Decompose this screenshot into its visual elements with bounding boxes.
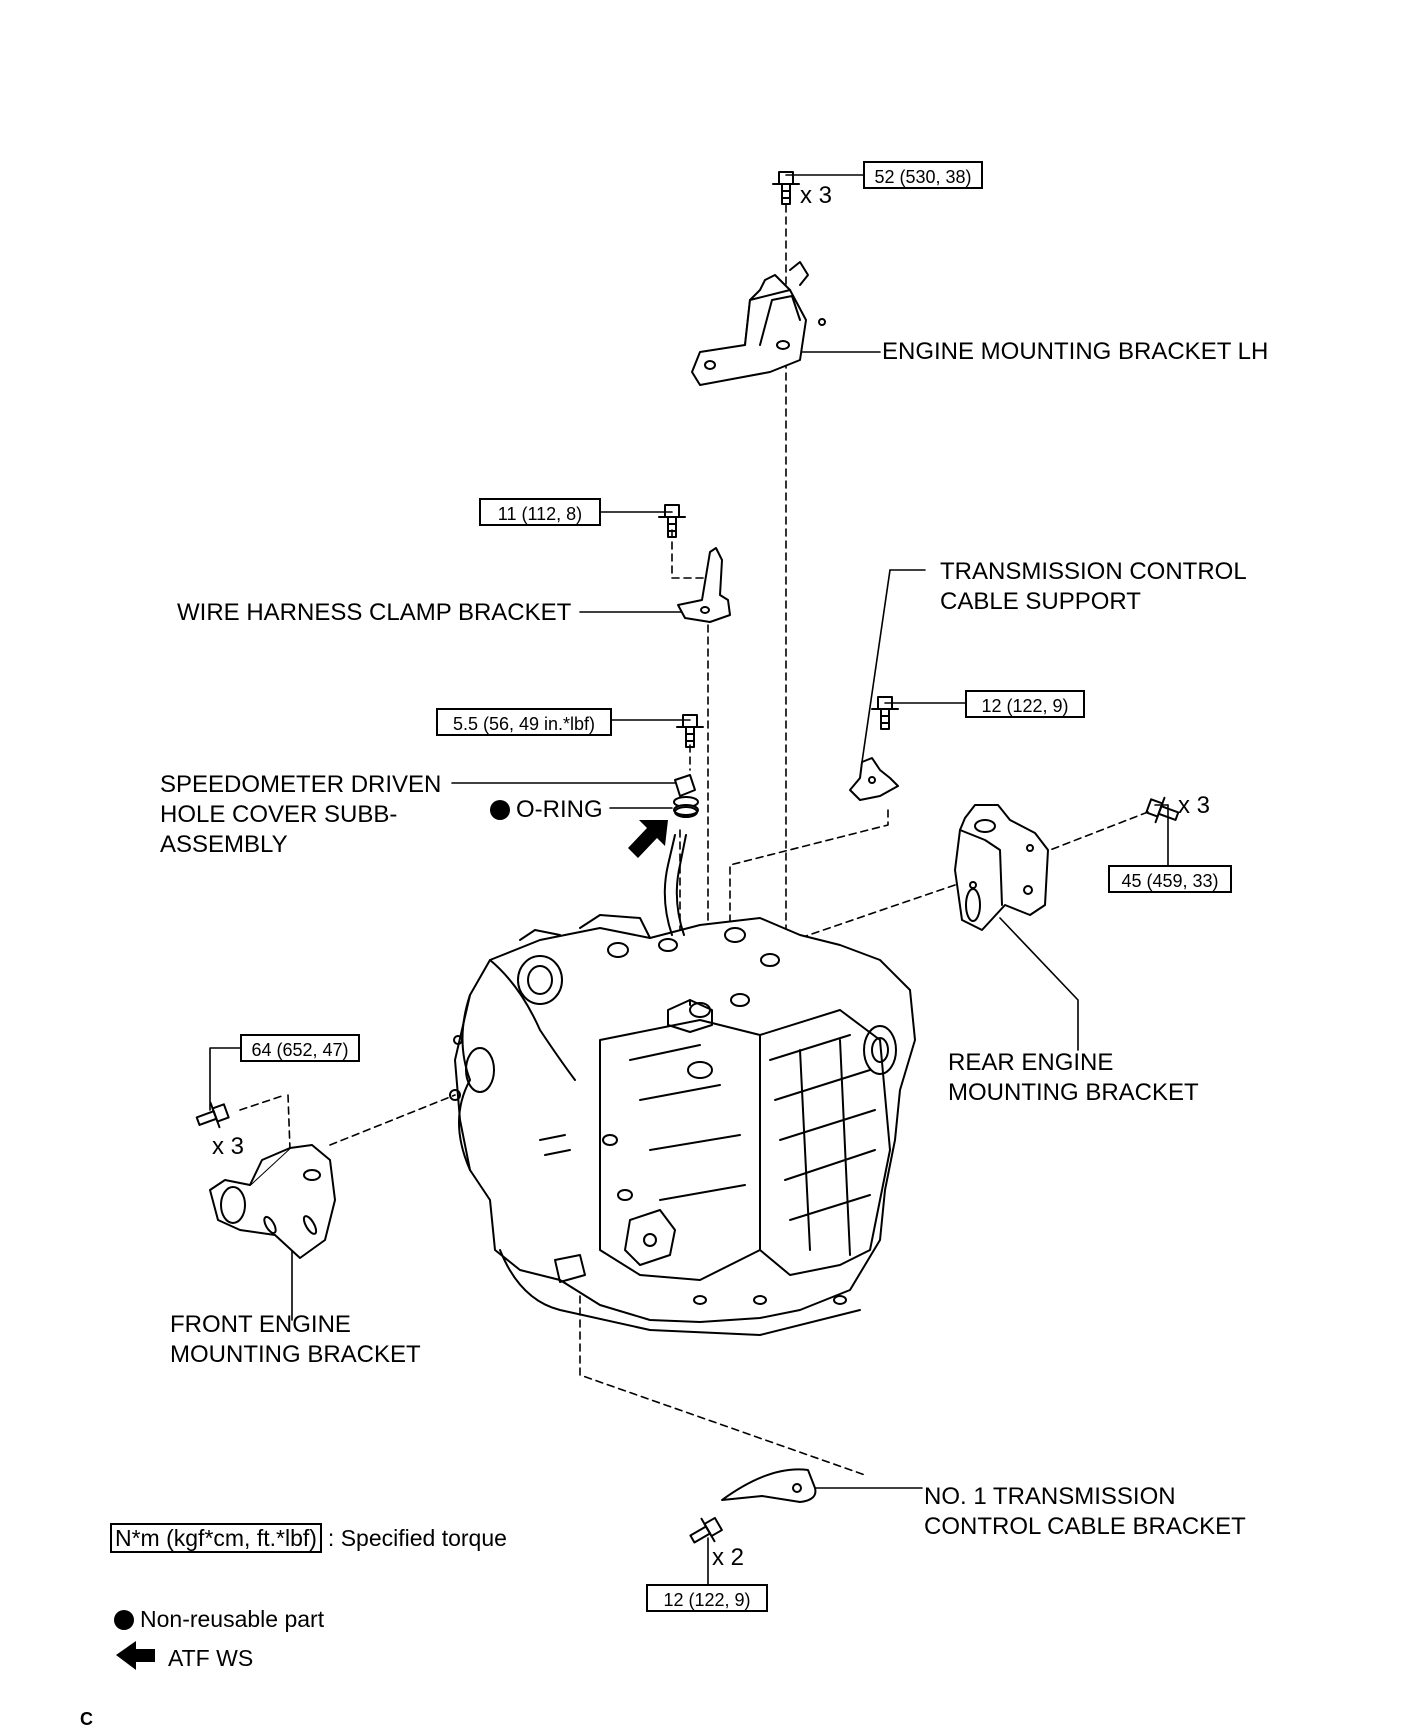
label-speedometer-cover-3: ASSEMBLY [160,831,288,858]
torque-box-engine-lh: 52 (530, 38) [863,161,983,189]
bolt-engine-lh [772,171,800,205]
qty-rear: x 3 [1178,792,1211,819]
legend-non-reusable-text: Non-reusable part [140,1606,325,1632]
transmission-control-cable-support [849,757,899,801]
label-front-engine-mounting-bracket-1: FRONT ENGINE [170,1311,351,1338]
label-rear-engine-mounting-bracket-2: MOUNTING BRACKET [948,1079,1199,1106]
torque-box-cable-support: 12 (122, 9) [965,690,1085,718]
label-front-engine-mounting-bracket-2: MOUNTING BRACKET [170,1341,421,1368]
bolt-speedometer [676,714,704,748]
label-transmission-control-cable-support-1: TRANSMISSION CONTROL [940,558,1247,585]
o-ring-part [674,806,698,818]
label-no1-cable-bracket-1: NO. 1 TRANSMISSION [924,1483,1176,1510]
label-speedometer-cover-2: HOLE COVER SUBB- [160,801,398,828]
qty-front: x 3 [212,1133,245,1160]
torque-box-front-bracket: 64 (652, 47) [240,1034,360,1062]
qty-cable-bracket: x 2 [712,1544,745,1571]
torque-box-cable-bracket: 12 (122, 9) [646,1584,768,1612]
torque-box-rear-bracket: 45 (459, 33) [1108,865,1232,893]
legend-non-reusable-dot-icon [114,1610,134,1630]
bolt-rear-bracket [1145,796,1180,824]
label-o-ring: O-RING [490,795,603,825]
no1-transmission-control-cable-bracket [721,1468,817,1503]
legend-atf-text: ATF WS [168,1645,254,1671]
non-reusable-dot-icon [490,800,510,820]
bolts [195,171,1180,1544]
front-engine-mounting-bracket [209,1144,336,1259]
engine-mounting-bracket-lh [691,261,826,386]
torque-box-speedometer: 5.5 (56, 49 in.*lbf) [436,708,612,736]
legend-torque-row: N*m (kgf*cm, ft.*lbf): Specified torque [110,1523,507,1553]
label-speedometer-cover-1: SPEEDOMETER DRIVEN [160,771,442,798]
label-wire-harness-clamp-bracket: WIRE HARNESS CLAMP BRACKET [177,599,572,626]
legend-torque-unit-box: N*m (kgf*cm, ft.*lbf) [110,1523,322,1553]
label-engine-mounting-bracket-lh: ENGINE MOUNTING BRACKET LH [882,338,1269,365]
rear-engine-mounting-bracket [954,804,1049,931]
legend-torque-desc: : Specified torque [327,1525,507,1551]
legend-non-reusable-row: Non-reusable part [114,1604,324,1634]
transaxle-assembly [449,834,916,1336]
torque-box-wire-harness: 11 (112, 8) [479,498,601,526]
wire-harness-clamp-bracket [677,547,731,623]
o-ring-text: O-RING [516,796,603,823]
legend-atf-arrow-icon [116,1641,155,1670]
label-transmission-control-cable-support-2: CABLE SUPPORT [940,588,1141,615]
qty-engine-lh: x 3 [800,182,833,209]
bolt-cable-bracket [689,1516,723,1544]
atf-arrow-icon [628,820,668,858]
footer-code: C [80,1709,93,1729]
leader-lines [209,174,1169,1586]
bolt-cable-support [871,696,899,730]
label-no1-cable-bracket-2: CONTROL CABLE BRACKET [924,1513,1246,1540]
bolt-front-bracket [195,1101,230,1129]
label-rear-engine-mounting-bracket-1: REAR ENGINE [948,1049,1114,1076]
bolt-wire-harness [658,504,686,538]
